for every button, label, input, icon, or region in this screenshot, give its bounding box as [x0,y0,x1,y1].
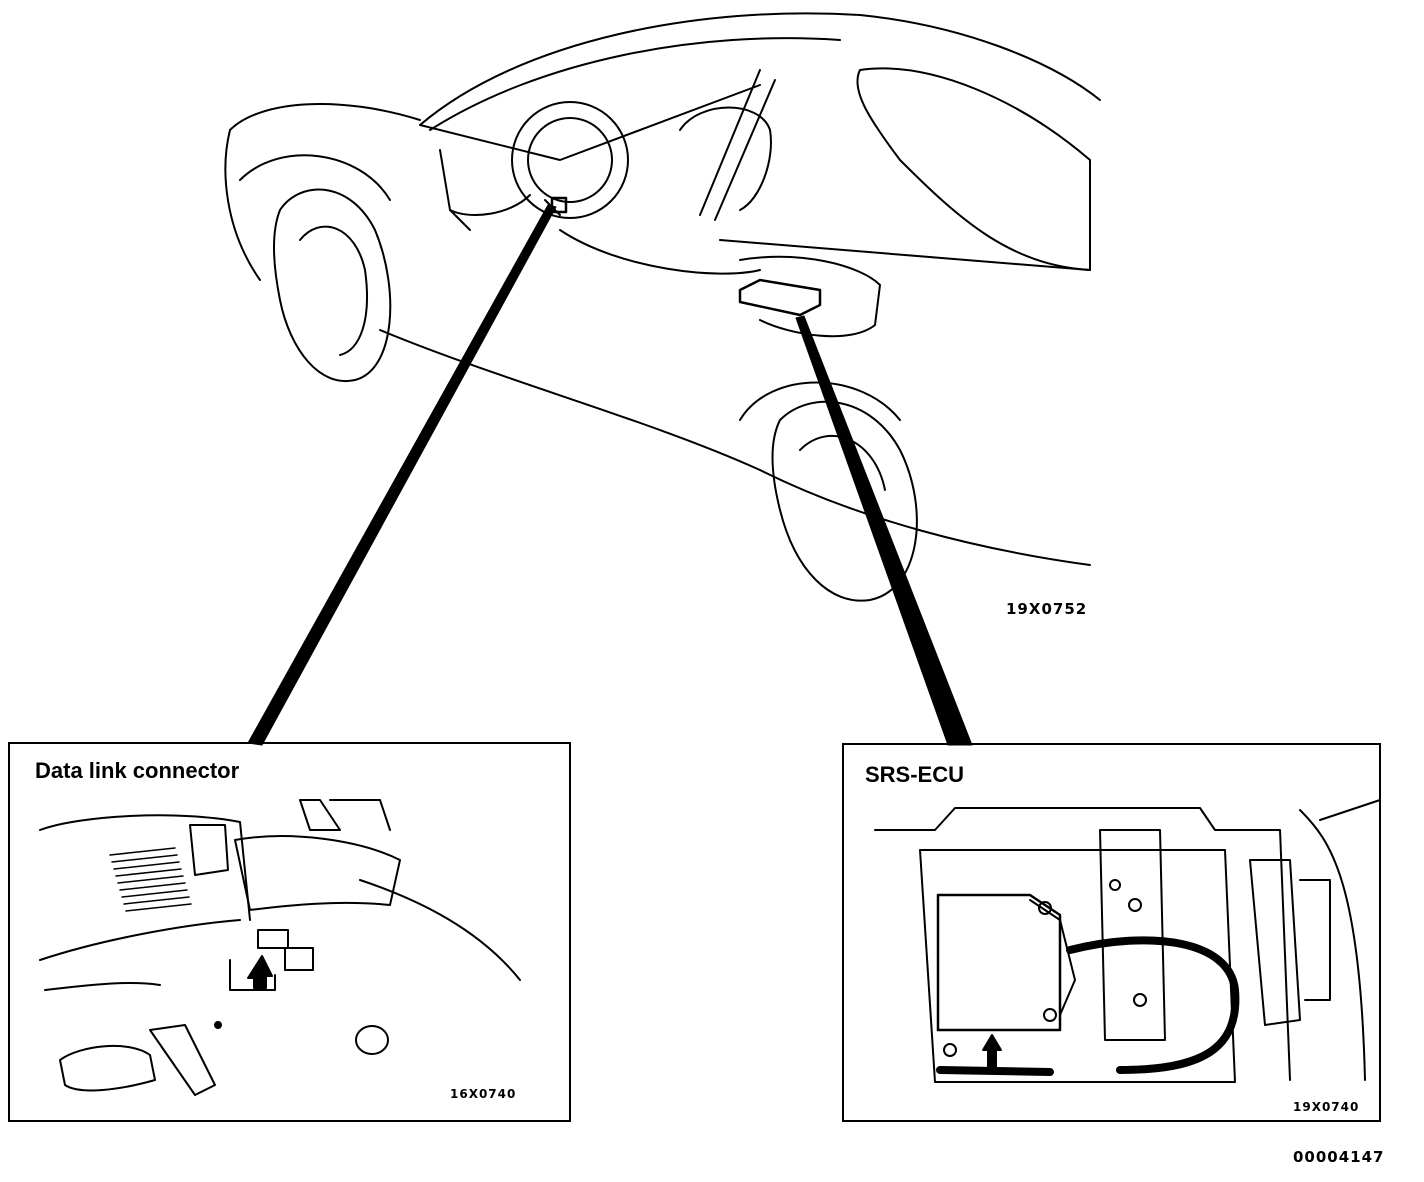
ecu-inset-title: SRS-ECU [865,762,965,787]
rear-window [856,67,1091,271]
car-roof-line [419,12,1101,126]
figure-code-dlc: 16X0740 [450,1087,517,1101]
dlc-plug [284,947,314,971]
corner-hole [943,1043,957,1057]
column-upper [299,799,341,831]
ecu-inset-art [874,799,1381,1083]
dlc-inset-title: Data link connector [35,758,240,783]
door-line [559,229,761,275]
steering-wheel [511,101,629,219]
floor-plug [355,1025,389,1055]
rear-tire [771,400,918,602]
sill-line [719,239,1091,271]
b-pillar [699,69,761,216]
front-wheel-arch [239,154,391,201]
floor-pan-outline [874,807,1291,1081]
accelerator-pedal [149,1024,216,1096]
bracket-hole-2 [1128,898,1142,912]
steering-wheel-inner [527,117,613,203]
leader-ecu [795,315,973,746]
car-roof-inner [429,37,841,131]
dlc-marker [550,196,568,214]
right-rail [1249,859,1301,1026]
hood-line [229,103,421,131]
ecu-bolt-bottom [1043,1008,1057,1022]
seat [679,106,772,211]
vehicle-illustration [224,12,1101,602]
sill-right [1299,809,1366,1081]
ecu-bracket [1099,829,1166,1041]
knee-bolster [39,919,241,961]
leader-dlc [247,204,557,746]
rocker-line [379,329,761,471]
figure-code-vehicle: 19X0752 [1006,600,1088,618]
lower-dash-panel [39,814,251,921]
ecu-bolt-top [1038,901,1052,915]
bracket-hole-3 [1133,993,1147,1007]
ecu-arrow-icon [982,1034,1002,1069]
brake-pedal [59,1045,156,1092]
floor-carpet [359,879,521,981]
sill-right-2 [1319,799,1381,821]
dlc-connector-body [257,929,289,949]
dlc-inset-art [39,799,521,1096]
srs-ecu-top [759,279,821,291]
dlc-arrow-icon [247,955,273,989]
b-pillar-inner [714,79,776,221]
figure-code-ecu: 19X0740 [1293,1100,1360,1114]
rear-wheel-arch [739,381,901,421]
floor-bolt [214,1021,222,1029]
wire-harness-lower [936,1066,1054,1076]
dlc-mount [229,959,276,991]
floor-pan-inner [919,849,1236,1083]
front-tire [273,188,392,383]
vent-grille [109,847,192,912]
srs-ecu-on-floor [738,278,822,317]
front-fascia [224,129,261,281]
dlc-inset-frame [8,742,571,1122]
a-pillar [419,84,761,161]
fuse-cover [189,824,229,876]
front-tire-inner [299,225,368,356]
floor-tunnel [739,255,881,338]
document-code: 00004147 [1293,1148,1385,1166]
lower-body [759,469,1091,566]
bracket-hole-1 [1109,879,1121,891]
bracket [329,799,391,831]
pedal-arm [44,981,161,991]
column-shroud [234,835,401,911]
ecu-inset-frame [842,743,1381,1122]
dash-lower [449,209,471,231]
srs-ecu-unit [936,893,1062,1032]
wire-harness [1066,936,1240,1074]
right-rail-detail [1299,879,1331,1001]
